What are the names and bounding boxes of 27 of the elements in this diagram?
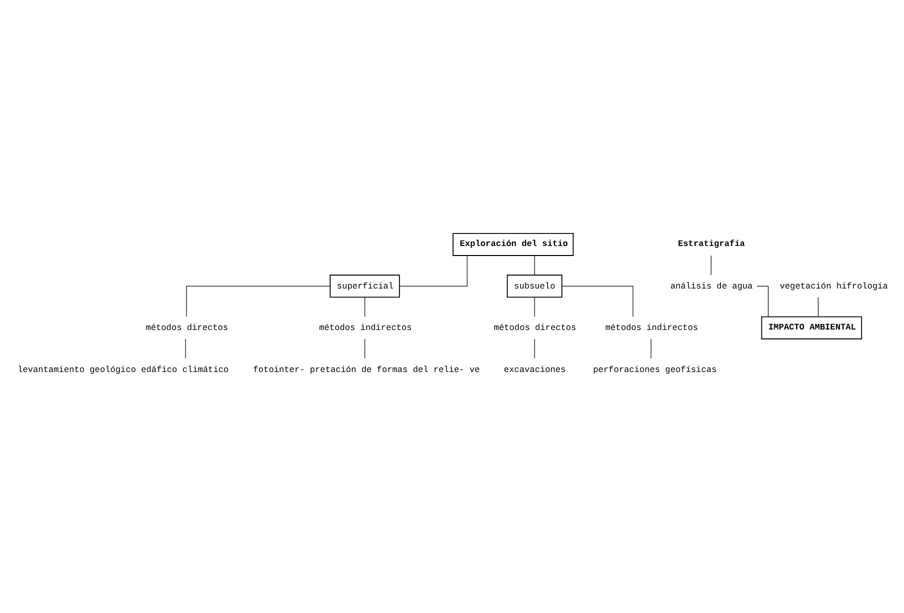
connector bbox=[562, 285, 634, 316]
node-box: subsuelo bbox=[506, 274, 562, 298]
connector bbox=[186, 285, 330, 316]
node-text: Estratigrafía bbox=[678, 238, 745, 249]
node-box: Exploración del sitio bbox=[452, 232, 574, 256]
connector bbox=[364, 296, 366, 316]
node-text: fotointer- pretación de formas del relie- ve bbox=[253, 364, 480, 374]
node-text: análisis de agua bbox=[670, 280, 753, 291]
node-text: métodos indirectos bbox=[319, 322, 412, 333]
node-text: métodos directos bbox=[494, 322, 576, 333]
node-text: levantamiento geológico edáfico climático bbox=[18, 364, 229, 374]
connector bbox=[650, 338, 652, 358]
connector bbox=[818, 296, 819, 316]
connector bbox=[364, 338, 366, 358]
connector bbox=[710, 254, 712, 275]
node-text: perforaciones geofísicas bbox=[593, 364, 717, 374]
node-text: vegetación hifrología bbox=[780, 280, 888, 291]
connector bbox=[534, 254, 535, 275]
node-text: métodos indirectos bbox=[605, 322, 698, 333]
connector bbox=[534, 338, 535, 358]
node-box: IMPACTO AMBIENTAL bbox=[761, 316, 862, 339]
connector bbox=[185, 338, 186, 358]
node-box: superficial bbox=[330, 274, 400, 298]
connector bbox=[534, 296, 535, 316]
node-text: métodos directos bbox=[146, 322, 228, 333]
connector bbox=[399, 254, 468, 286]
node-text: excavaciones bbox=[504, 364, 566, 374]
